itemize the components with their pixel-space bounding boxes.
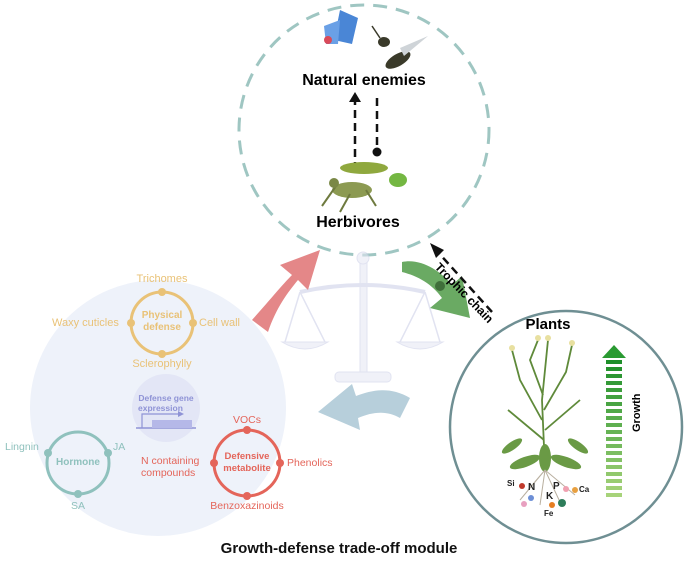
aphid-icon (389, 173, 407, 187)
growth-bar-segment (606, 402, 622, 406)
vocs-label: VOCs (232, 414, 262, 426)
physical-defense-title-1: Physical (141, 310, 183, 321)
growth-bar-segment (606, 465, 622, 469)
growth-bar-segment (606, 416, 622, 420)
growth-bar-segment (606, 458, 622, 462)
growth-bar-segment (606, 395, 622, 399)
bug-icon (435, 281, 445, 291)
growth-bar-segment (606, 381, 622, 385)
plants-title: Plants (525, 316, 571, 333)
trichomes-label: Trichomes (136, 273, 188, 285)
physical-defense-title-2: defense (143, 322, 181, 333)
defense-gene-label-1: Defense gene (138, 393, 194, 403)
balance-scale-icon (280, 251, 445, 383)
growth-label: Growth (631, 393, 643, 433)
defensive-metabolite-title-1: Defensive (224, 451, 270, 462)
plant-leaves (501, 335, 589, 472)
growth-arrow (602, 345, 626, 497)
growth-bar-segment (606, 437, 622, 441)
cell-wall-label: Cell wall (199, 317, 240, 329)
growth-bar-segment (606, 479, 622, 483)
caterpillar-icon (340, 162, 388, 174)
nutrient-ca: Ca (579, 485, 590, 494)
growth-bar-segment (606, 360, 622, 364)
defense-gene-bubble (132, 374, 200, 442)
growth-bar-segment (606, 388, 622, 392)
module-title: Growth-defense trade-off module (220, 540, 458, 557)
defensive-metabolite-ring (210, 426, 284, 500)
benzoxazinoids-label: Benzoxazinoids (210, 500, 284, 512)
nutrient-k: K (546, 491, 554, 502)
growth-bar-segment (606, 451, 622, 455)
nutrient-n: N (528, 482, 536, 493)
waxy-cuticles-label: Waxy cuticles (52, 317, 119, 329)
nutrient-fe: Fe (544, 509, 554, 518)
nutrient-p: P (553, 481, 560, 492)
natural-enemies-label: Natural enemies (302, 72, 426, 89)
interaction-arrows (349, 92, 382, 170)
defense-gene-label-2: expression (138, 403, 183, 413)
growth-bar-segment (606, 374, 622, 378)
growth-bar-segment (606, 367, 622, 371)
n-compounds-label-2: compounds (141, 467, 196, 479)
growth-bar-segment (606, 430, 622, 434)
green-arrow (402, 261, 470, 318)
defensive-metabolite-title-2: metabolite (223, 463, 271, 474)
sclerophylly-label: Sclerophylly (132, 358, 192, 370)
plant-roots (519, 469, 576, 506)
wasp-icon (371, 25, 428, 69)
growth-bar-segment (606, 409, 622, 413)
nutrient-si: Si (507, 479, 515, 488)
red-arrow (252, 250, 320, 332)
growth-bar-segment (606, 472, 622, 476)
growth-bar-segment (606, 493, 622, 497)
grasshopper-icon (321, 178, 377, 213)
growth-bar-segment (606, 423, 622, 427)
nutrient-dots (519, 483, 578, 508)
growth-bar-segment (606, 444, 622, 448)
lignin-label: Lingnin (5, 441, 39, 453)
plants-circle (448, 309, 684, 545)
blue-arrow (318, 384, 410, 430)
sa-label: SA (70, 500, 86, 512)
trophic-chain-arrow (430, 243, 493, 313)
hormone-ring (44, 430, 112, 498)
hormone-title: Hormone (56, 457, 100, 468)
ja-label: JA (113, 441, 126, 453)
phenolics-label: Phenolics (287, 457, 333, 469)
butterfly-icon (324, 10, 358, 44)
n-compounds-label-1: N containing (141, 455, 200, 467)
physical-defense-ring (127, 288, 197, 358)
herbivores-label: Herbivores (316, 214, 400, 231)
growth-bar-segment (606, 486, 622, 490)
